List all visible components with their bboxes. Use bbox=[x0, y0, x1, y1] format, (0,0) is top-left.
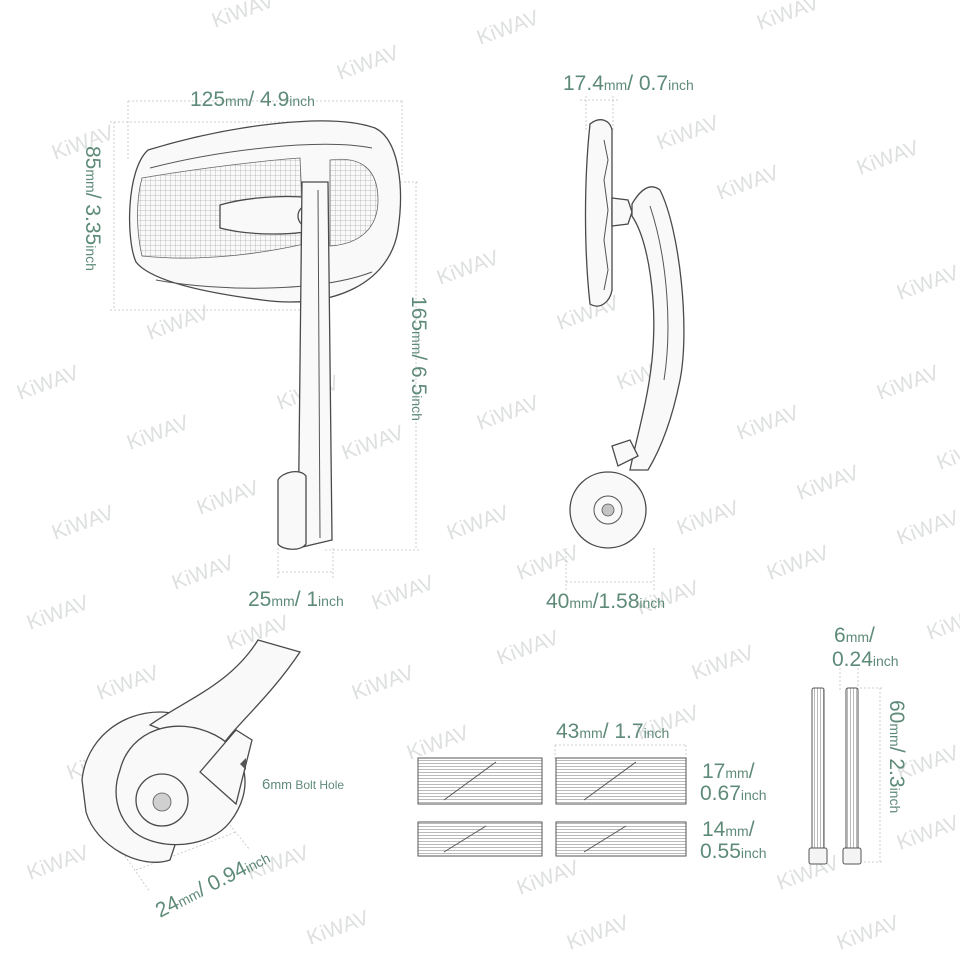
bolts bbox=[808, 668, 884, 865]
mirror-arm bbox=[297, 181, 333, 549]
watermark: KiWAV bbox=[754, 0, 822, 35]
mirror-glass-grid-right bbox=[329, 158, 379, 247]
dim-side-base: 40mm/1.58inch bbox=[546, 590, 665, 613]
spacer-large bbox=[417, 757, 543, 805]
watermark: KiWAV bbox=[434, 246, 502, 290]
spacer-small bbox=[555, 821, 687, 857]
watermark: KiWAV bbox=[654, 111, 722, 155]
bolt bbox=[808, 687, 828, 865]
watermark: KiWAV bbox=[894, 261, 960, 305]
watermark: KiWAV bbox=[854, 136, 922, 180]
watermark: KiWAV bbox=[894, 811, 960, 855]
watermark: KiWAV bbox=[144, 301, 212, 345]
dim-spacer-a: 17mm/ bbox=[702, 760, 755, 783]
watermark: KiWAV bbox=[24, 841, 92, 885]
watermark: KiWAV bbox=[514, 856, 582, 900]
dim-bolt-diameter: 6mm/ bbox=[834, 624, 875, 647]
bolt-hole-note: 6mm Bolt Hole bbox=[262, 776, 344, 793]
watermark: KiWAV bbox=[514, 541, 582, 585]
side-arm bbox=[629, 186, 685, 471]
bolt bbox=[842, 687, 862, 865]
watermark: KiWAV bbox=[24, 591, 92, 635]
watermark: KiWAV bbox=[734, 401, 802, 445]
watermark: KiWAV bbox=[194, 476, 262, 520]
watermark: KiWAV bbox=[564, 911, 632, 955]
watermark: KiWAV bbox=[49, 501, 117, 545]
mirror-edge bbox=[584, 119, 613, 307]
spacer-small bbox=[417, 821, 543, 857]
front-view bbox=[110, 100, 420, 580]
watermark: KiWAV bbox=[934, 431, 960, 475]
watermark: KiWAV bbox=[304, 906, 372, 950]
watermark: KiWAV bbox=[689, 641, 757, 685]
watermark: KiWAV bbox=[349, 661, 417, 705]
dim-spacer-b-inch: 0.55inch bbox=[700, 840, 767, 863]
watermark: KiWAV bbox=[714, 161, 782, 205]
watermark: KiWAV bbox=[369, 571, 437, 615]
dim-spacer-length: 43mm/ 1.7inch bbox=[556, 720, 669, 743]
watermark: KiWAV bbox=[474, 391, 542, 435]
watermark: KiWAV bbox=[874, 361, 942, 405]
watermark: KiWAV bbox=[94, 661, 162, 705]
watermark: KiWAV bbox=[494, 626, 562, 670]
watermark: KiWAV bbox=[339, 421, 407, 465]
watermark: KiWAV bbox=[334, 41, 402, 85]
watermark: KiWAV bbox=[554, 291, 622, 335]
bar-end-cap bbox=[277, 470, 307, 550]
side-view bbox=[565, 96, 685, 590]
watermark: KiWAV bbox=[474, 6, 542, 50]
dim-spacer-a-inch: 0.67inch bbox=[700, 782, 767, 805]
watermark: KiWAV bbox=[834, 911, 902, 955]
dim-width-top: 125mm/ 4.9inch bbox=[190, 88, 315, 111]
watermark: KiWAV bbox=[124, 411, 192, 455]
watermark: KiWAV bbox=[894, 506, 960, 550]
watermark: KiWAV bbox=[209, 0, 277, 33]
watermark: KiWAV bbox=[924, 601, 960, 645]
dim-arm-width: 25mm/ 1inch bbox=[248, 588, 344, 611]
watermark: KiWAV bbox=[169, 551, 237, 595]
dim-bolt-diameter-inch: 0.24inch bbox=[832, 648, 899, 671]
watermark: KiWAV bbox=[674, 496, 742, 540]
watermark: KiWAV bbox=[794, 461, 862, 505]
clamp-detail: 6mm Bolt Hole bbox=[81, 639, 344, 893]
spacers bbox=[417, 744, 687, 857]
watermark: KiWAV bbox=[774, 851, 842, 895]
watermark: KiWAV bbox=[444, 501, 512, 545]
dim-height-total: 165mm/ 6.5inch bbox=[407, 296, 430, 421]
dim-height-left: 85mm/ 3.35inch bbox=[81, 146, 104, 271]
watermark: KiWAV bbox=[14, 361, 82, 405]
dim-bolt-length: 60mm/ 2.3inch bbox=[885, 700, 908, 813]
spacer-large bbox=[555, 757, 687, 805]
dim-side-thickness: 17.4mm/ 0.7inch bbox=[563, 72, 694, 95]
dim-spacer-b: 14mm/ bbox=[702, 818, 755, 841]
watermark: KiWAV bbox=[764, 541, 832, 585]
